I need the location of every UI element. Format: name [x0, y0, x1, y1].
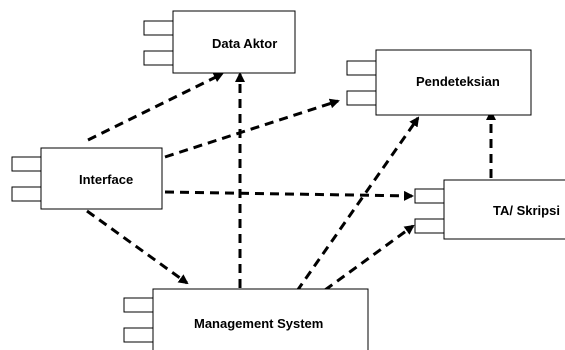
- component-tab-top: [123, 297, 154, 313]
- component-body: [443, 179, 565, 240]
- component-pendeteksian: Pendeteksian: [346, 49, 532, 116]
- component-tab-top: [414, 188, 445, 204]
- component-label-management-system: Management System: [194, 316, 323, 331]
- dependency-management-system-to-pendeteksian: [295, 116, 420, 292]
- component-label-data-aktor: Data Aktor: [212, 36, 277, 51]
- component-data-aktor: Data Aktor: [143, 10, 296, 74]
- component-tab-top: [346, 60, 377, 76]
- component-tab-bottom: [143, 50, 174, 66]
- component-tab-bottom: [414, 218, 445, 234]
- dependency-interface-to-management-system: [86, 209, 189, 285]
- dependency-interface-to-ta-skripsi: [164, 190, 414, 201]
- component-tab-bottom: [346, 90, 377, 106]
- component-tab-top: [143, 20, 174, 36]
- component-label-ta-skripsi: TA/ Skripsi: [493, 203, 560, 218]
- component-label-interface: Interface: [79, 172, 133, 187]
- dependency-interface-to-data-aktor: [87, 72, 224, 142]
- component-body: [375, 49, 532, 116]
- component-interface: Interface: [11, 147, 163, 210]
- component-management-system: Management System: [123, 288, 369, 350]
- component-tab-top: [11, 156, 42, 172]
- component-body: [172, 10, 296, 74]
- dependency-interface-to-pendeteksian: [164, 98, 340, 159]
- component-tab-bottom: [11, 186, 42, 202]
- component-ta-skripsi: TA/ Skripsi: [414, 179, 565, 240]
- component-body: [40, 147, 163, 210]
- component-body: [152, 288, 369, 350]
- component-label-pendeteksian: Pendeteksian: [416, 74, 500, 89]
- component-tab-bottom: [123, 327, 154, 343]
- dependency-management-system-to-ta-skripsi: [324, 224, 415, 292]
